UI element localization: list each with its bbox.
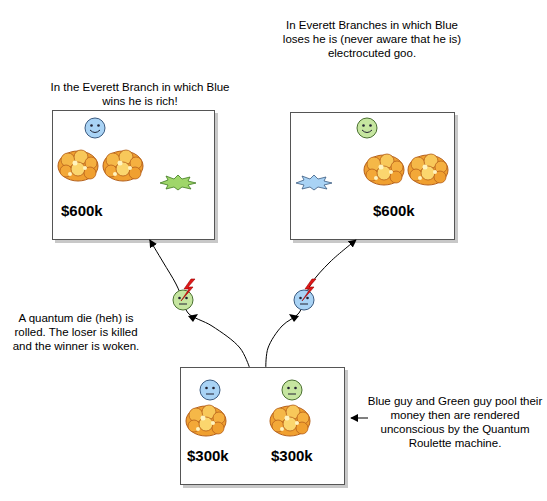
leader-arrow: [351, 418, 368, 419]
green-happy-face: [357, 118, 377, 138]
green-zapped-face: [173, 279, 195, 310]
blue-neutral-face: [200, 380, 220, 400]
branch-box: $600k: [290, 112, 455, 240]
branch-arrow: [266, 240, 356, 367]
blue-happy-face: [85, 118, 105, 138]
money-amount: $300k: [271, 447, 313, 464]
money-amount: $600k: [61, 202, 103, 219]
green-neutral-face: [282, 380, 302, 400]
blue-splat: [296, 175, 332, 190]
green-splat: [160, 175, 196, 190]
arrow-head: [188, 314, 198, 322]
branch-box: $300k $300k: [180, 367, 345, 485]
brain: [186, 405, 226, 436]
brain: [58, 150, 98, 181]
annotation-note: Blue guy and Green guy pool their money …: [364, 394, 546, 450]
brain: [364, 154, 404, 185]
blue-zapped-face: [294, 279, 316, 310]
annotation-note: A quantum die (heh) is rolled. The loser…: [10, 311, 142, 353]
brain: [270, 405, 310, 436]
arrow-head: [289, 314, 299, 322]
money-amount: $300k: [187, 447, 229, 464]
connector-layer: [150, 240, 356, 367]
branch-arrow: [150, 240, 250, 367]
annotation-note: In Everett Branches in which Blue loses …: [282, 18, 462, 60]
annotation-note: In the Everett Branch in which Blue wins…: [40, 80, 240, 108]
branch-box: $600k: [52, 110, 215, 240]
brain: [103, 150, 143, 181]
illustration: [58, 118, 448, 436]
brain: [408, 154, 448, 185]
money-amount: $600k: [373, 202, 415, 219]
